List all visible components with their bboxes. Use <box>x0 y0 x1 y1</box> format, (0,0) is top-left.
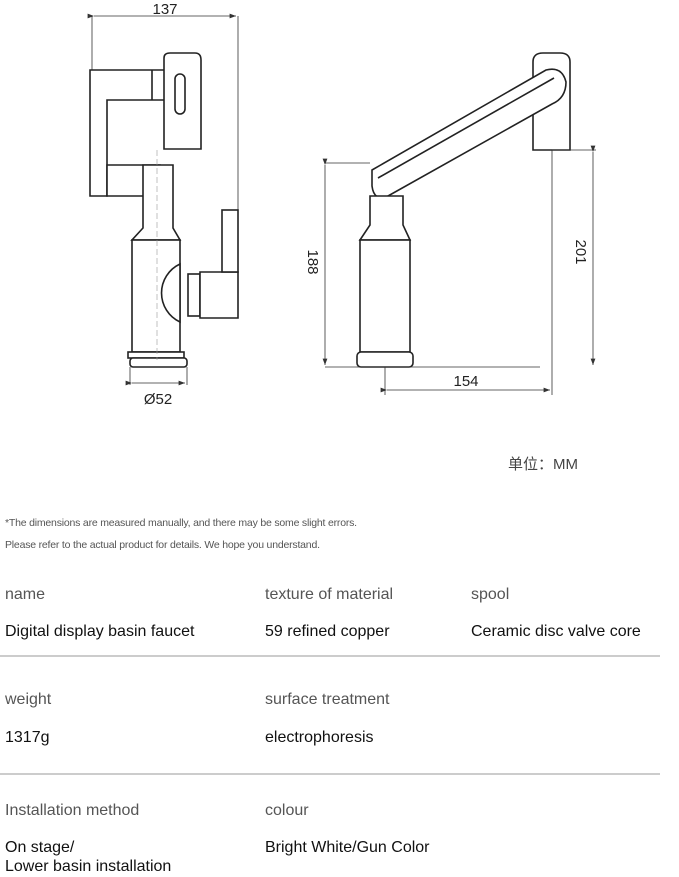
spec-value-spool: Ceramic disc valve core <box>471 623 641 640</box>
disclaimer-line-1: *The dimensions are measured manually, a… <box>5 517 357 529</box>
spec-value-name: Digital display basin faucet <box>5 623 195 640</box>
unit-label: 单位：MM <box>508 456 578 473</box>
dim-label-137: 137 <box>152 1 177 18</box>
spec-label-surface: surface treatment <box>265 691 390 708</box>
faucet-dimension-drawing: 137 Ø52 188 201 154 <box>87 1 596 408</box>
dim-label-diameter: Ø52 <box>144 391 172 408</box>
spec-value-installation-1: On stage/ <box>5 839 75 856</box>
side-view <box>322 52 596 395</box>
divider <box>0 773 660 775</box>
spec-value-colour: Bright White/Gun Color <box>265 839 430 856</box>
disclaimer-line-2: Please refer to the actual product for d… <box>5 539 320 551</box>
dimension-diameter <box>125 367 188 386</box>
spec-value-material: 59 refined copper <box>265 623 390 640</box>
front-view <box>87 13 239 386</box>
spec-value-surface: electrophoresis <box>265 729 374 746</box>
spec-label-weight: weight <box>5 691 52 708</box>
divider <box>0 655 660 657</box>
dim-label-154: 154 <box>453 373 478 390</box>
spec-value-weight: 1317g <box>5 729 50 746</box>
spec-label-name: name <box>5 586 46 603</box>
dim-label-201: 201 <box>572 239 589 264</box>
spec-label-spool: spool <box>471 586 510 603</box>
spec-label-material: texture of material <box>265 586 394 603</box>
spec-label-installation: Installation method <box>5 802 140 819</box>
spec-value-installation-2: Lower basin installation <box>5 858 172 875</box>
spec-label-colour: colour <box>265 802 309 819</box>
dim-label-188: 188 <box>304 249 321 274</box>
